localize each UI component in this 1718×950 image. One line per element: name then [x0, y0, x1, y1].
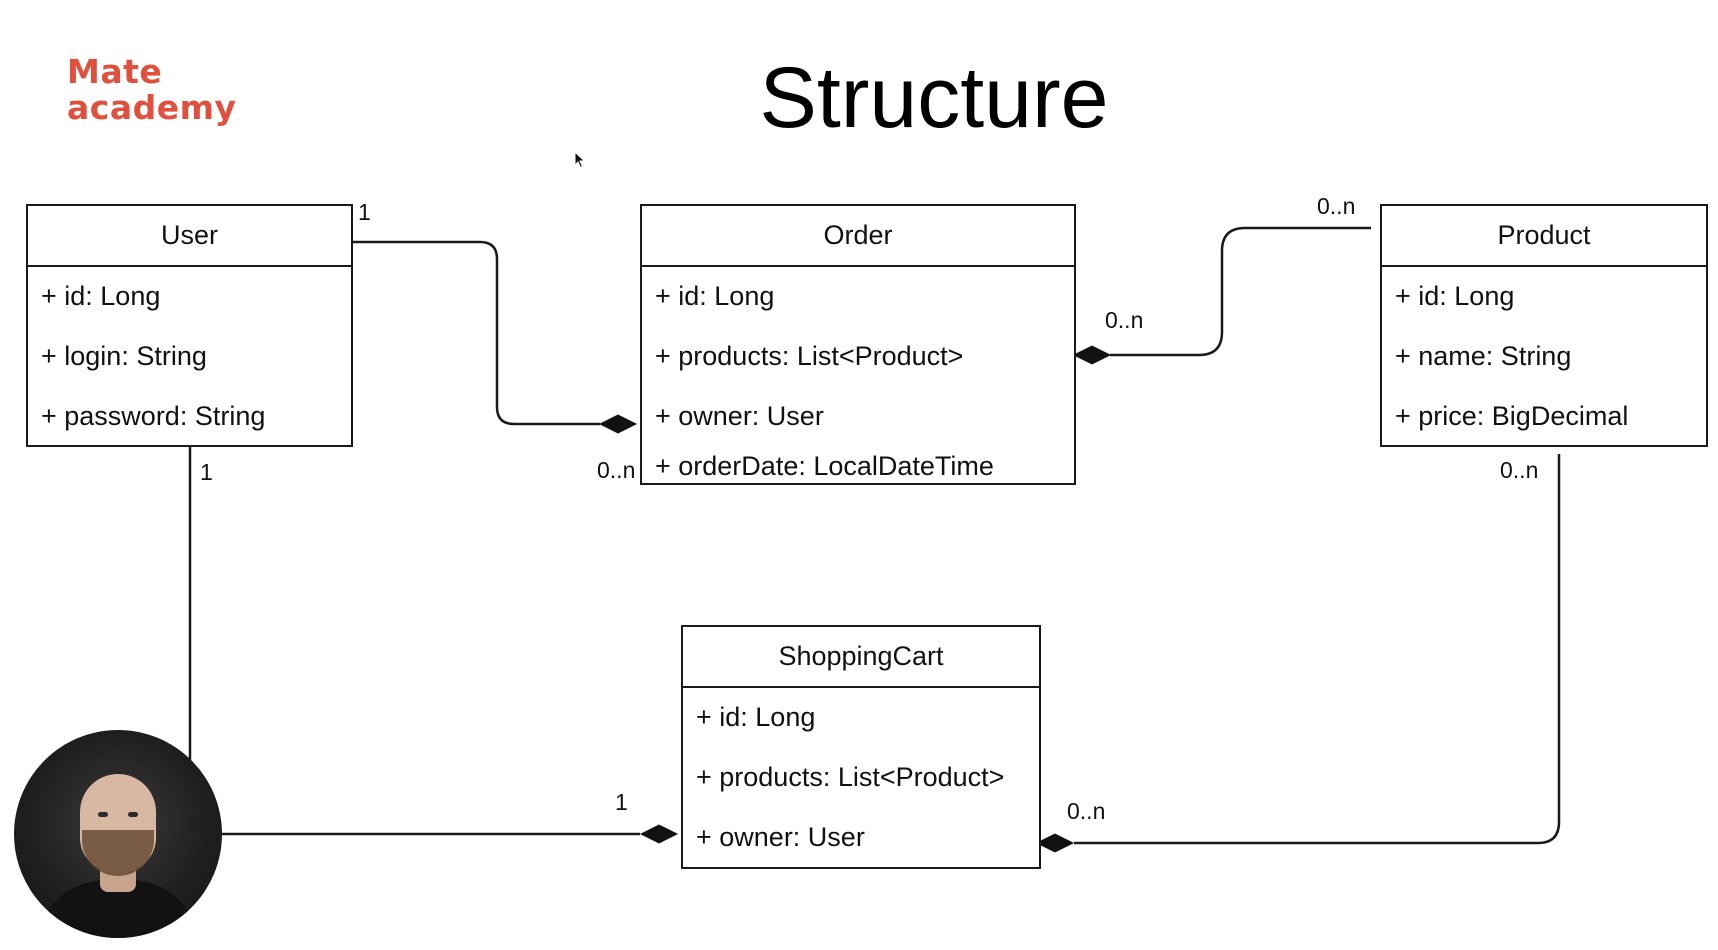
class-attribute: + id: Long	[655, 281, 775, 311]
class-attribute: + password: String	[41, 401, 266, 431]
uml-class-product: Product + id: Long + name: String + pric…	[1380, 204, 1708, 447]
multiplicity-label: 0..n	[1500, 457, 1539, 483]
multiplicity-label: 0..n	[1067, 798, 1106, 824]
mate-academy-logo: Mate academy	[67, 54, 237, 126]
mouse-pointer-icon	[574, 151, 586, 169]
logo-line-2: academy	[67, 88, 237, 127]
uml-class-order: Order + id: Long + products: List<Produc…	[640, 204, 1076, 485]
multiplicity-label: 1	[358, 199, 371, 225]
uml-class-shopping-cart: ShoppingCart + id: Long + products: List…	[681, 625, 1041, 869]
class-attribute: + products: List<Product>	[696, 762, 1005, 792]
class-attribute: + name: String	[1395, 341, 1572, 371]
class-name-shopping-cart: ShoppingCart	[683, 627, 1039, 688]
presenter-beard	[82, 830, 154, 876]
composition-diamond-cart-user	[639, 824, 679, 844]
class-attribute: + id: Long	[696, 702, 816, 732]
connector-product-cart	[1074, 454, 1561, 845]
connector-product-order	[1110, 226, 1371, 357]
class-attribute: + owner: User	[696, 822, 865, 852]
class-name-product: Product	[1382, 206, 1706, 267]
multiplicity-label: 1	[200, 459, 213, 485]
slide-title: Structure	[759, 50, 1109, 146]
composition-diamond-cart-product	[1035, 833, 1075, 853]
class-attribute: + login: String	[41, 341, 207, 371]
uml-class-user: User + id: Long + login: String + passwo…	[26, 204, 353, 447]
multiplicity-label: 0..n	[597, 457, 636, 483]
logo-line-1: Mate	[67, 52, 163, 91]
connector-user-order	[352, 240, 600, 426]
class-name-order: Order	[642, 206, 1074, 267]
multiplicity-label: 1	[615, 789, 628, 815]
class-attribute: + price: BigDecimal	[1395, 401, 1629, 431]
class-attribute: + id: Long	[1395, 281, 1515, 311]
presenter-eye	[98, 812, 108, 817]
class-attribute: + owner: User	[655, 401, 824, 431]
class-attribute: + id: Long	[41, 281, 161, 311]
class-attribute: + orderDate: LocalDateTime	[655, 451, 994, 481]
multiplicity-label: 0..n	[1317, 193, 1356, 219]
composition-diamond-order-product	[1072, 345, 1112, 365]
connector-user-cart	[188, 446, 640, 836]
class-name-user: User	[28, 206, 351, 267]
presenter-eye	[128, 812, 138, 817]
class-attribute: + products: List<Product>	[655, 341, 964, 371]
multiplicity-label: 0..n	[1105, 307, 1144, 333]
presenter-avatar	[14, 730, 222, 938]
composition-diamond-order-user	[598, 414, 638, 434]
